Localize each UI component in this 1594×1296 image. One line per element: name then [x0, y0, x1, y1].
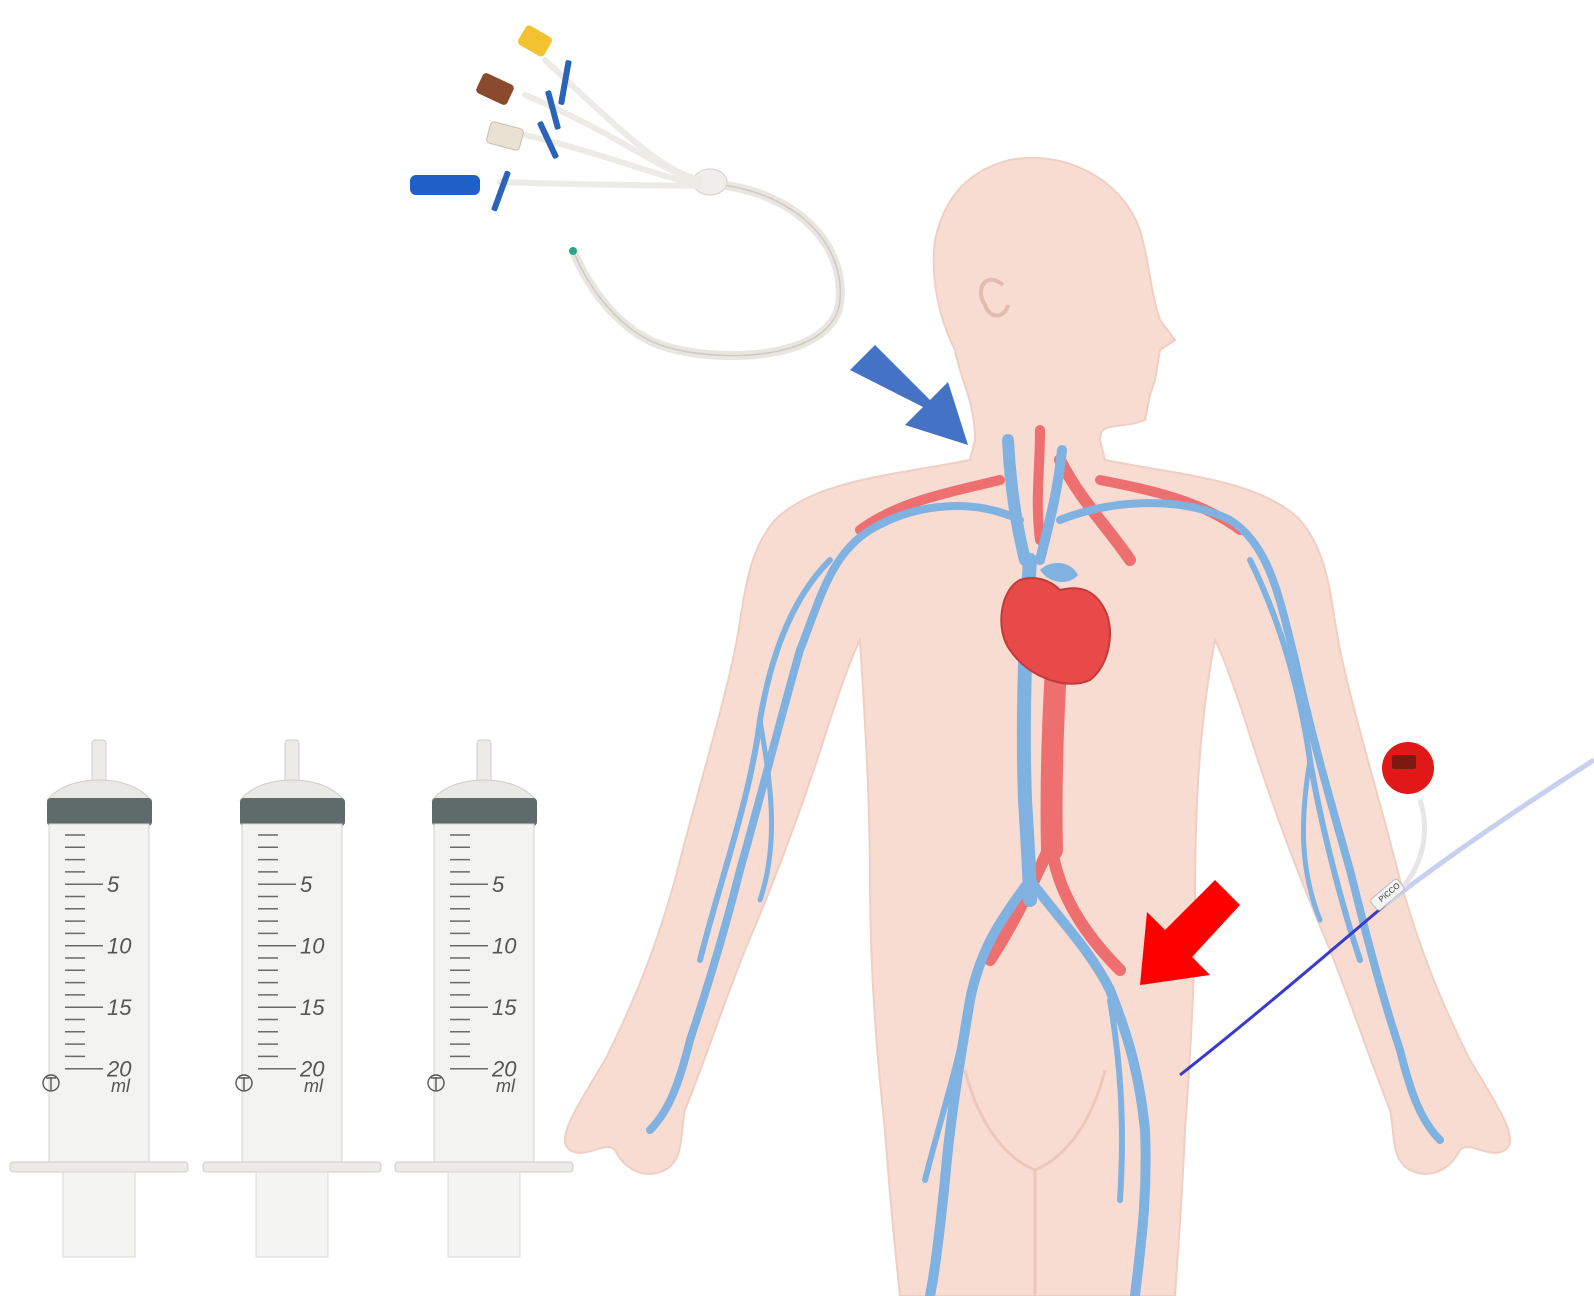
syringe-tick-label: 5: [300, 872, 313, 897]
syringe-unit-label: ml: [496, 1076, 516, 1096]
jugular-insertion-arrow-icon: [850, 345, 968, 445]
syringe-tick-label: 15: [107, 995, 132, 1020]
syringe-unit-label: ml: [304, 1076, 324, 1096]
human-body-figure: [565, 158, 1510, 1296]
syringe-unit-label: ml: [111, 1076, 131, 1096]
syringe-tick-label: 10: [492, 934, 517, 959]
syringe-tick-label: 15: [492, 995, 517, 1020]
syringe-tick-label: 5: [492, 872, 505, 897]
syringe-tick-label: 10: [300, 934, 325, 959]
central-venous-catheter-icon: [410, 24, 840, 356]
syringe-tick-label: 5: [107, 872, 120, 897]
syringe-tick-label: 10: [107, 934, 132, 959]
syringe-tick-label: 15: [300, 995, 325, 1020]
body-silhouette: [565, 158, 1510, 1296]
